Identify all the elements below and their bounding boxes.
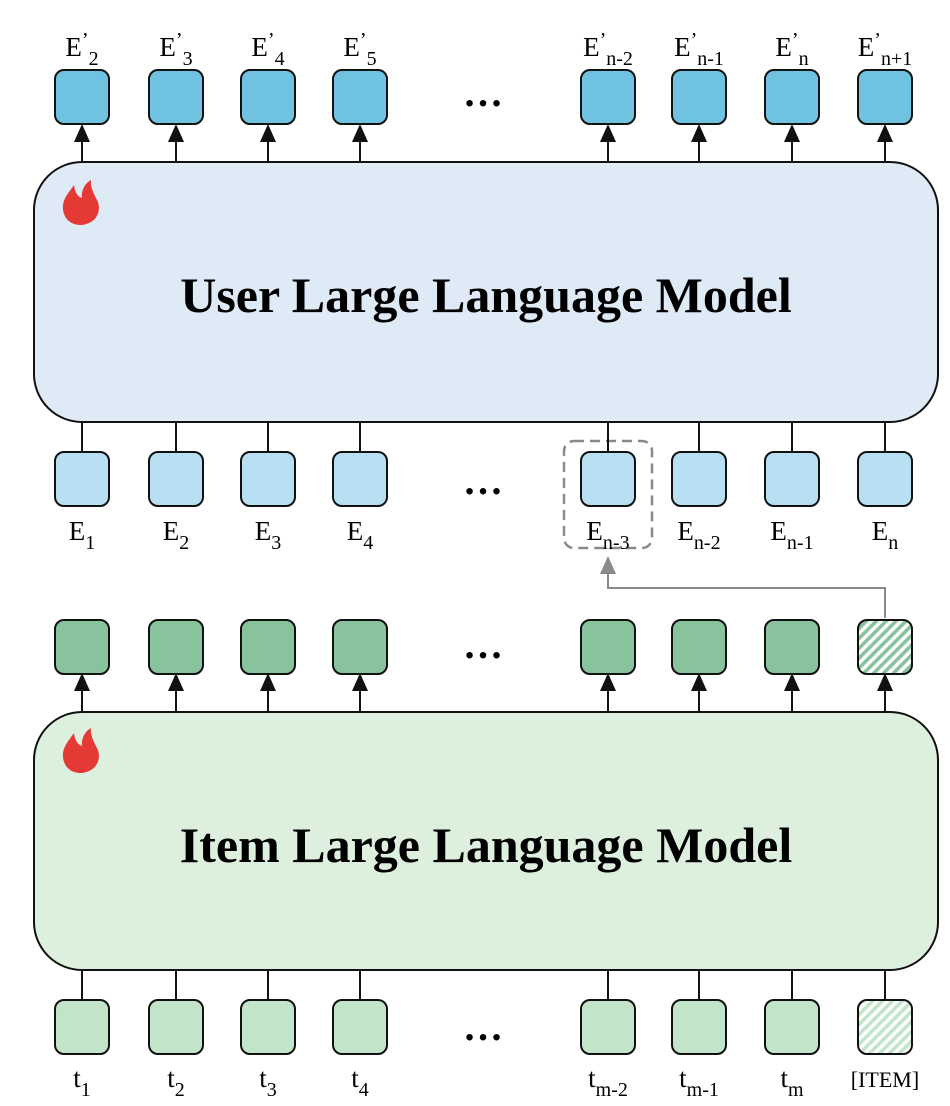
item-input-token — [332, 999, 388, 1055]
user-input-label: En — [872, 516, 899, 554]
item-llm-block: Item Large Language Model — [33, 711, 939, 971]
user-input-token — [671, 451, 727, 507]
item-output-token — [671, 619, 727, 675]
item-to-user-connector — [600, 556, 886, 618]
user-output-token — [148, 69, 204, 125]
item-output-token — [240, 619, 296, 675]
item-output-token — [148, 619, 204, 675]
item-special-input-token — [857, 999, 913, 1055]
user-output-label: E’4 — [251, 29, 284, 70]
user-output-token — [857, 69, 913, 125]
user-input-label: En-2 — [677, 516, 720, 554]
item-input-label: t2 — [167, 1063, 185, 1101]
item-input-label: tm — [780, 1063, 804, 1101]
user-input-label: E3 — [255, 516, 282, 554]
user-output-label: E’5 — [343, 29, 376, 70]
item-special-output-token — [857, 619, 913, 675]
user-input-token — [148, 451, 204, 507]
item-input-label: t1 — [73, 1063, 91, 1101]
user-input-token — [240, 451, 296, 507]
ellipsis-user-inputs: … — [463, 458, 503, 503]
user-input-label: En-3 — [586, 516, 629, 554]
user-output-label: E’n-1 — [674, 29, 724, 70]
user-output-label: E’n — [775, 29, 808, 70]
ellipsis-item-outputs: … — [463, 622, 503, 667]
user-output-token — [332, 69, 388, 125]
user-output-token — [671, 69, 727, 125]
flame-icon — [62, 180, 99, 225]
item-output-token — [332, 619, 388, 675]
item-input-token — [54, 999, 110, 1055]
item-input-label: t3 — [259, 1063, 277, 1101]
item-llm-title: Item Large Language Model — [180, 817, 793, 873]
user-input-token — [332, 451, 388, 507]
user-output-label: E’2 — [65, 29, 98, 70]
item-input-label: tm-2 — [588, 1063, 628, 1101]
item-output-token — [580, 619, 636, 675]
user-output-token — [240, 69, 296, 125]
item-llm-box — [33, 711, 939, 971]
user-llm-title: User Large Language Model — [180, 267, 792, 323]
user-input-token — [764, 451, 820, 507]
user-input-label: E2 — [163, 516, 190, 554]
user-input-label: En-1 — [770, 516, 813, 554]
user-llm-box — [33, 161, 939, 423]
user-output-token — [54, 69, 110, 125]
user-output-token — [580, 69, 636, 125]
user-output-label: E’n-2 — [583, 29, 633, 70]
item-input-token — [671, 999, 727, 1055]
user-input-token — [54, 451, 110, 507]
user-output-label: E’3 — [159, 29, 192, 70]
user-input-label: E4 — [347, 516, 374, 554]
item-input-label: t4 — [351, 1063, 369, 1101]
item-special-input-label: [ITEM] — [851, 1067, 919, 1092]
item-output-token — [764, 619, 820, 675]
item-input-token — [580, 999, 636, 1055]
user-input-label: E1 — [69, 516, 96, 554]
item-output-token — [54, 619, 110, 675]
flame-icon — [62, 728, 99, 773]
item-input-token — [764, 999, 820, 1055]
user-output-token — [764, 69, 820, 125]
user-input-token — [580, 451, 636, 507]
ellipsis-user-outputs: … — [463, 70, 503, 115]
user-input-token — [857, 451, 913, 507]
item-input-token — [148, 999, 204, 1055]
user-output-label: E’n+1 — [858, 29, 912, 70]
user-llm-block: User Large Language Model — [33, 161, 939, 423]
item-input-label: tm-1 — [679, 1063, 719, 1101]
item-input-token — [240, 999, 296, 1055]
ellipsis-item-inputs: … — [463, 1004, 503, 1049]
